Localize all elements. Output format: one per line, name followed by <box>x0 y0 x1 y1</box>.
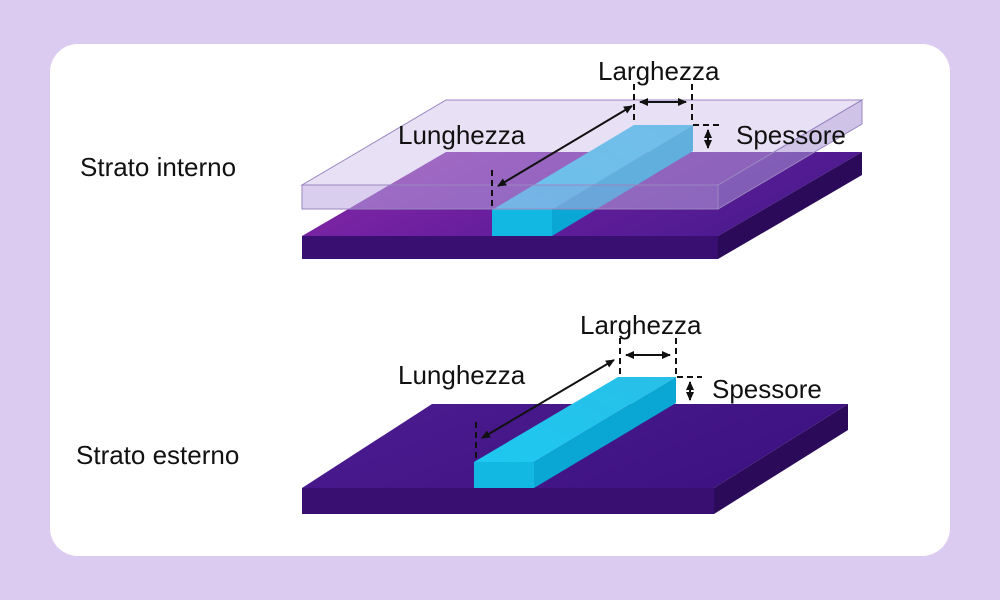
outer-substrate-side <box>714 404 848 514</box>
inner-width-label: Larghezza <box>598 56 720 86</box>
outer-length-label: Lunghezza <box>398 360 526 390</box>
outer-trace-front <box>474 462 534 488</box>
inner-substrate-side <box>718 152 862 259</box>
outer-dimension-lines <box>475 338 702 460</box>
outer-thickness-label: Spessore <box>712 374 822 404</box>
inner-dimension-lines <box>491 84 720 210</box>
inner-thickness-label: Spessore <box>736 120 846 150</box>
outer-width-label: Larghezza <box>580 310 702 340</box>
inner-trace-front <box>492 210 552 236</box>
inner-substrate-front <box>302 236 718 259</box>
inner-length-label: Lunghezza <box>398 120 526 150</box>
outer-layer-diagram: Strato esterno Larghezza Lunghezza Spess… <box>76 310 848 514</box>
outer-substrate-front <box>302 488 714 514</box>
inner-layer-diagram: Strato interno Larghezza Lunghezza Spess… <box>80 56 864 259</box>
outer-layer-title: Strato esterno <box>76 440 239 470</box>
inner-layer-title: Strato interno <box>80 152 236 182</box>
